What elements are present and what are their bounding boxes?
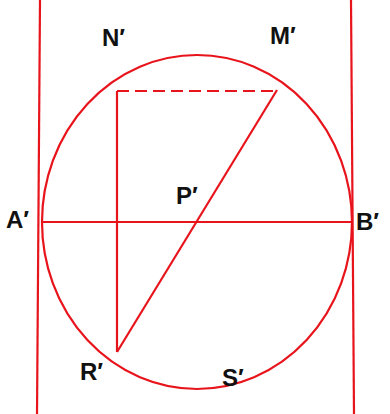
dashed-chord-nm (117, 90, 277, 92)
point-label: N′ (102, 26, 125, 50)
point-label: A′ (6, 208, 29, 232)
point-label: P′ (176, 184, 198, 208)
chord-nr (116, 91, 118, 352)
diameter-mr (117, 90, 277, 352)
point-label: R′ (80, 360, 103, 384)
circle (42, 55, 352, 389)
point-label: M′ (270, 24, 296, 48)
tangent-line (37, 0, 40, 414)
point-label: S′ (222, 366, 244, 390)
point-label: B′ (356, 210, 379, 234)
